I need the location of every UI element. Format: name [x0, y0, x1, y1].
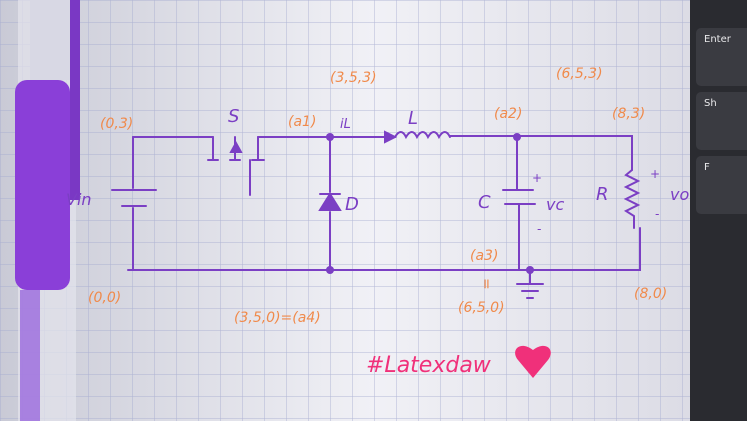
- nodes: [326, 133, 534, 274]
- key-f: F: [696, 156, 747, 214]
- coord-bottom-left: (0,0): [88, 290, 121, 306]
- node-a3: [526, 266, 534, 274]
- label-cap-plus: +: [532, 171, 542, 185]
- diode-icon: [318, 192, 342, 211]
- coord-bottom-right: (8,0): [634, 286, 667, 302]
- coord-a3: (a3): [470, 248, 498, 264]
- label-vin: Vin: [66, 190, 92, 209]
- key-shift: Sh: [696, 92, 747, 150]
- label-out-voltage: vo: [670, 185, 689, 204]
- label-current: iL: [340, 117, 351, 132]
- label-out-minus: -: [655, 207, 659, 221]
- label-capacitor: C: [478, 192, 491, 213]
- battery-icon: [111, 189, 157, 207]
- label-resistor: R: [596, 184, 609, 205]
- capacitor-icon: [502, 189, 536, 205]
- keyboard: Enter Sh F: [690, 0, 747, 421]
- coord-a1: (a1): [288, 114, 316, 130]
- label-cap-voltage: vc: [546, 195, 564, 214]
- label-inductor: L: [408, 108, 418, 129]
- key-enter: Enter: [696, 28, 747, 86]
- label-cap-minus: -: [537, 222, 541, 236]
- node-a1: [326, 133, 334, 141]
- coord-top-right: (8,3): [612, 106, 645, 122]
- label-switch: S: [228, 106, 239, 127]
- node-a2: [513, 133, 521, 141]
- heart-icon: [515, 345, 551, 378]
- coord-a1-value: (3,5,3): [330, 70, 377, 86]
- coord-a3-equals: =: [478, 278, 494, 290]
- coord-top-left: (0,3): [100, 116, 133, 132]
- node-a4: [326, 266, 334, 274]
- label-diode: D: [345, 194, 359, 215]
- coord-a2-value: (6,5,3): [556, 66, 603, 82]
- circuit: [111, 130, 641, 299]
- ground-icon: [516, 269, 544, 299]
- wire-bottom: [127, 227, 641, 271]
- coord-a3-value: (6,5,0): [458, 300, 505, 316]
- label-out-plus: +: [650, 167, 660, 181]
- hashtag: #Latexdaw: [366, 353, 492, 378]
- coord-a2: (a2): [494, 106, 522, 122]
- resistor-icon: [623, 169, 641, 229]
- purple-pen: [15, 0, 80, 421]
- inductor-icon: [394, 131, 451, 140]
- wire-top-right: [449, 135, 633, 171]
- coord-a4: (3,5,0)=(a4): [234, 310, 321, 326]
- wire-cap: [516, 136, 520, 271]
